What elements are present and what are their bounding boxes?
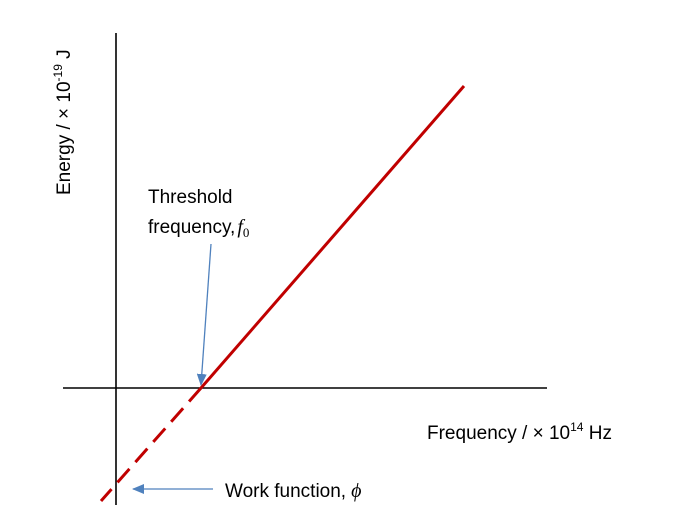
energy-line-extrapolated [99, 387, 203, 502]
threshold-frequency-pointer [196, 243, 212, 386]
x-axis-label: Frequency / × 1014 Hz [427, 420, 612, 444]
energy-line [199, 85, 466, 389]
work-function-label: Work function,ϕ [225, 480, 361, 502]
threshold-label-line1: Threshold [148, 187, 233, 208]
threshold-label-line2: frequency,f0 [148, 216, 249, 240]
y-axis-label: Energy / × 10-19 J [51, 49, 75, 195]
